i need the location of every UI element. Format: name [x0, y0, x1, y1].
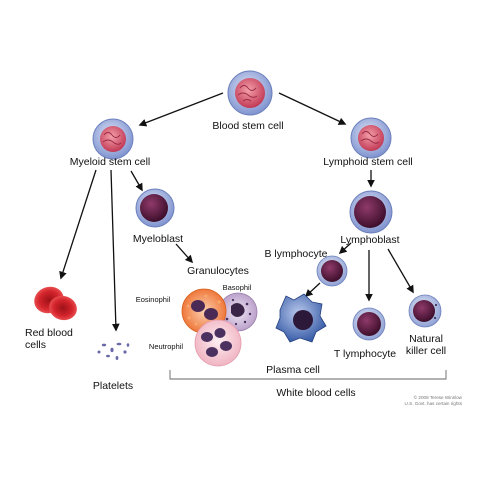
natural-killer-cell	[408, 294, 442, 328]
copyright-line1: © 2008 Terese Winslow	[414, 394, 463, 400]
label-t-lymphocyte: T lymphocyte	[334, 348, 396, 360]
label-natural-killer-line2: killer cell	[406, 345, 446, 357]
b-lymphocyte-cell	[316, 255, 348, 287]
arrow-b-to-plasma	[304, 282, 321, 298]
arrow-stem-to-myeloid	[138, 92, 224, 127]
neutrophil-cell	[194, 319, 242, 367]
label-lymphoid-stem-cell: Lymphoid stem cell	[323, 156, 412, 168]
t-lymphocyte-cell	[352, 307, 386, 341]
label-myeloid-stem-cell: Myeloid stem cell	[70, 156, 151, 168]
arrow-lymphoblast-to-nk	[387, 248, 414, 294]
label-neutrophil: Neutrophil	[149, 342, 184, 351]
label-eosinophil: Eosinophil	[136, 295, 171, 304]
arrow-myeloid-to-platelets	[110, 169, 120, 332]
lymphoblast-cell	[349, 190, 393, 234]
plasma-cell	[275, 293, 327, 343]
copyright-line2: U.S. Govt. has certain rights	[405, 401, 463, 406]
label-lymphoblast: Lymphoblast	[340, 234, 399, 246]
red-blood-cells	[34, 286, 77, 321]
label-b-lymphocyte: B lymphocyte	[264, 248, 327, 260]
label-myeloblast: Myeloblast	[133, 233, 183, 245]
label-white-blood-cells: White blood cells	[276, 387, 355, 399]
arrow-myeloid-to-rbc	[59, 169, 97, 280]
white-blood-cells-bracket	[169, 370, 447, 380]
arrow-stem-to-lymphoid	[278, 92, 347, 125]
label-plasma-cell: Plasma cell	[266, 364, 320, 376]
myeloblast-cell	[135, 188, 175, 228]
label-platelets: Platelets	[93, 380, 133, 392]
myeloid-stem-cell	[92, 118, 134, 160]
label-red-blood-line1: Red blood	[25, 327, 73, 339]
platelets-cluster	[97, 342, 130, 360]
label-blood-stem-cell: Blood stem cell	[212, 120, 283, 132]
blood-stem-cell	[227, 70, 273, 116]
arrow-myeloblast-to-granulocytes	[175, 243, 194, 264]
arrows	[59, 92, 414, 332]
arrow-lymphoblast-to-b	[338, 242, 352, 255]
label-red-blood-line2: cells	[25, 339, 46, 351]
labels: Blood stem cell Myeloid stem cell Lympho…	[25, 120, 463, 406]
arrow-myeloid-to-myeloblast	[130, 170, 143, 192]
label-natural-killer-line1: Natural	[409, 333, 443, 345]
label-granulocytes: Granulocytes	[187, 265, 249, 277]
label-basophil: Basophil	[223, 283, 252, 292]
lymphoid-stem-cell	[350, 117, 392, 159]
basophil-cell	[218, 292, 258, 332]
